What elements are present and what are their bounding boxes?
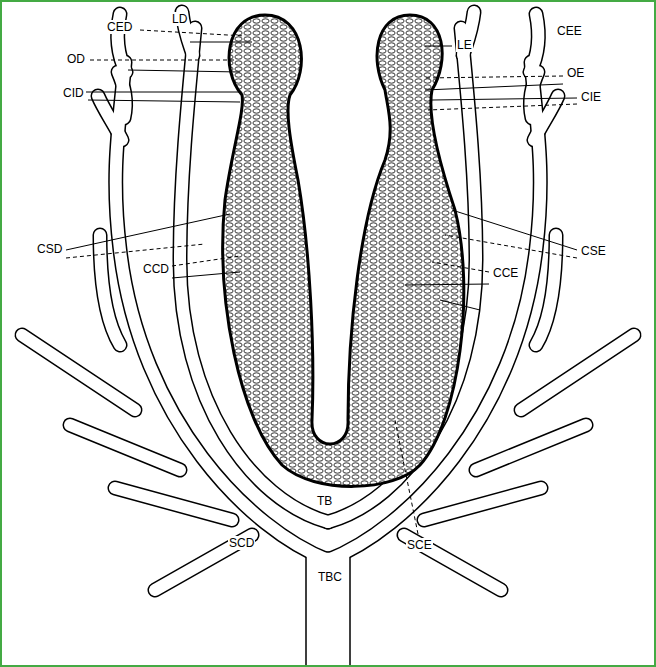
- part-label: TBC: [317, 570, 343, 584]
- part-label: CED: [106, 20, 133, 34]
- part-label: CSE: [580, 244, 607, 258]
- part-label: CCD: [142, 262, 170, 276]
- part-label: LE: [456, 38, 473, 52]
- part-label: OD: [66, 52, 86, 66]
- part-label: CSD: [36, 242, 63, 256]
- part-label: OE: [566, 66, 585, 80]
- part-label: SCD: [228, 536, 255, 550]
- part-label: CCE: [492, 266, 519, 280]
- part-label: CEE: [556, 24, 583, 38]
- part-label: SCE: [406, 538, 433, 552]
- part-label: CIE: [580, 90, 602, 104]
- part-label: CID: [62, 86, 85, 100]
- part-label: LD: [171, 12, 188, 26]
- part-label: TB: [316, 494, 333, 508]
